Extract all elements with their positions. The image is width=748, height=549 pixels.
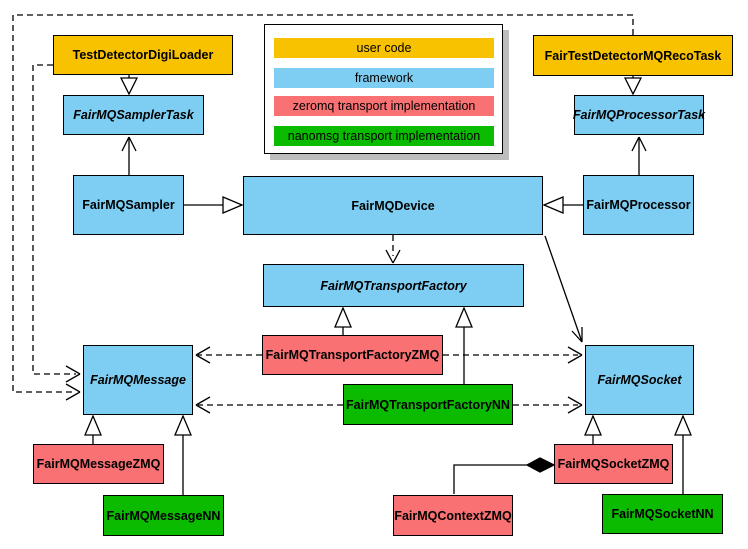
legend-label: framework xyxy=(354,71,414,85)
legend-item-framework: framework xyxy=(274,68,494,88)
edge-sampler-device xyxy=(184,197,242,213)
node-fairmqsampler: FairMQSampler xyxy=(73,175,184,235)
legend-box: user code framework zeromq transport imp… xyxy=(264,24,503,154)
node-fairmqprocessortask: FairMQProcessorTask xyxy=(573,95,705,135)
node-fairmqmessage: FairMQMessage xyxy=(83,345,193,415)
node-testdetectordigiloader: TestDetectorDigiLoader xyxy=(53,35,233,75)
edge-tfzmq-socket-dashed xyxy=(443,347,582,363)
node-fairmqdevice: FairMQDevice xyxy=(243,176,543,235)
edge-messagenn-message xyxy=(175,416,191,495)
edge-socketzmq-socket xyxy=(585,416,601,444)
edge-recotask-processortask xyxy=(625,76,641,94)
edge-digiloader-samplertask xyxy=(121,75,137,94)
edge-tfnn-message-dashed xyxy=(196,397,343,413)
edge-tfnn-transportfactory xyxy=(456,308,472,384)
edge-device-socket xyxy=(545,236,582,342)
node-fairmqmessagezmq: FairMQMessageZMQ xyxy=(33,444,164,484)
edge-tfzmq-message-dashed xyxy=(196,347,262,363)
edge-socketnn-socket xyxy=(675,416,691,494)
edge-tfzmq-transportfactory xyxy=(335,308,351,335)
legend-label: zeromq transport implementation xyxy=(292,99,476,113)
edge-sampler-samplertask xyxy=(122,137,136,175)
node-fairmqcontextzmq: FairMQContextZMQ xyxy=(393,495,513,536)
node-fairmqsocketnn: FairMQSocketNN xyxy=(602,494,723,534)
legend-label: user code xyxy=(356,41,412,55)
node-fairmqsocket: FairMQSocket xyxy=(585,345,694,415)
node-fairmqsocketzmq: FairMQSocketZMQ xyxy=(554,444,673,484)
node-fairmqsamplertask: FairMQSamplerTask xyxy=(63,95,204,135)
node-fairmqtransportfactory: FairMQTransportFactory xyxy=(263,264,524,307)
node-fairtestdetectormqrecotask: FairTestDetectorMQRecoTask xyxy=(533,35,733,76)
node-fairmqmessagenn: FairMQMessageNN xyxy=(103,495,224,536)
node-fairmqprocessor: FairMQProcessor xyxy=(583,175,694,235)
edge-processor-device xyxy=(544,197,583,213)
edge-device-transportfactory-dashed xyxy=(386,235,400,263)
legend-item-user-code: user code xyxy=(274,38,494,58)
edge-processor-processortask xyxy=(632,137,646,175)
legend-item-zeromq: zeromq transport implementation xyxy=(274,96,494,116)
edge-tfnn-socket-dashed xyxy=(513,397,582,413)
node-fairmqtransportfactorynn: FairMQTransportFactoryNN xyxy=(343,384,513,425)
edge-contextzmq-socketzmq-composition xyxy=(454,458,554,494)
node-fairmqtransportfactoryzmq: FairMQTransportFactoryZMQ xyxy=(262,335,443,375)
edge-messagezmq-message xyxy=(85,416,101,444)
legend-item-nanomsg: nanomsg transport implementation xyxy=(274,126,494,146)
legend-label: nanomsg transport implementation xyxy=(287,129,481,143)
